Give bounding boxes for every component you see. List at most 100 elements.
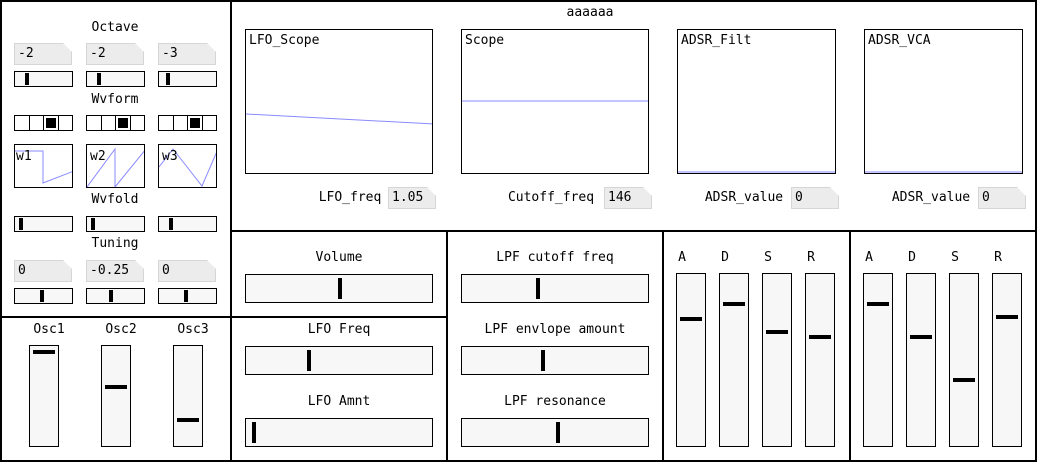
waveform-option[interactable] xyxy=(131,116,145,130)
waveform-option[interactable] xyxy=(87,116,102,130)
waveform-option[interactable] xyxy=(15,116,30,130)
slider-handle[interactable] xyxy=(39,290,44,302)
osc2-tuning-value[interactable]: -0.25 xyxy=(86,260,144,282)
osc2-wavefold-slider[interactable] xyxy=(86,216,145,232)
volume-slider[interactable] xyxy=(245,274,433,303)
lpf-cutoff-slider[interactable] xyxy=(461,274,649,303)
osc1-tuning-value[interactable]: 0 xyxy=(14,260,72,282)
slider-handle[interactable] xyxy=(996,315,1018,320)
adsr-vca-release-slider[interactable] xyxy=(992,273,1022,447)
adsr-vca-scope: ADSR_VCA xyxy=(864,29,1023,174)
osc2-level-slider[interactable] xyxy=(101,345,131,447)
lpf-env-amount-slider[interactable] xyxy=(461,346,649,375)
slider-handle[interactable] xyxy=(109,290,114,302)
waveform-option[interactable] xyxy=(59,116,73,130)
osc3-level-slider[interactable] xyxy=(173,345,203,447)
waveform-option[interactable] xyxy=(159,116,174,130)
lpf-env-amount-label: LPF envlope amount xyxy=(484,322,626,337)
slider-handle[interactable] xyxy=(96,73,101,85)
cutoff-freq-readout-value[interactable]: 146 xyxy=(604,187,652,209)
waveform-option[interactable] xyxy=(102,116,116,130)
osc1-octave-slider[interactable] xyxy=(14,71,73,87)
osc3-wave-trace xyxy=(159,148,216,187)
waveform-option[interactable] xyxy=(30,116,44,130)
osc3-tuning-slider[interactable] xyxy=(158,288,217,304)
osc1-wave-display: w1 xyxy=(14,144,73,188)
adsr-vca-sustain-slider[interactable] xyxy=(949,273,979,447)
waveform-option[interactable] xyxy=(44,116,59,130)
lfo-freq-readout-label: LFO_freq xyxy=(318,190,382,205)
osc1-wavefold-slider[interactable] xyxy=(14,216,73,232)
osc3-wavefold-slider[interactable] xyxy=(158,216,217,232)
osc2-tuning-slider[interactable] xyxy=(86,288,145,304)
lfo-amount-slider[interactable] xyxy=(245,418,433,447)
osc2-octave-slider[interactable] xyxy=(86,71,145,87)
lfo-amount-label: LFO Amnt xyxy=(307,394,371,409)
lpf-resonance-slider[interactable] xyxy=(461,418,649,447)
adsr-filter-sustain-slider[interactable] xyxy=(762,273,792,447)
lfo-freq-readout-value[interactable]: 1.05 xyxy=(388,187,436,209)
osc2-wave-label: w2 xyxy=(90,149,106,164)
waveform-option[interactable] xyxy=(116,116,131,130)
adsr-filter-value[interactable]: 0 xyxy=(791,187,839,209)
lpf-resonance-label: LPF resonance xyxy=(504,394,606,409)
adsr-filter-release-label: R xyxy=(807,250,815,265)
adsr-filter-scope-label: ADSR_Filt xyxy=(681,33,752,48)
slider-handle[interactable] xyxy=(541,350,546,371)
divider-osc-mix xyxy=(0,316,232,318)
slider-handle[interactable] xyxy=(910,335,932,340)
osc1-level-slider[interactable] xyxy=(29,345,59,447)
slider-handle[interactable] xyxy=(555,422,560,443)
adsr-filter-attack-label: A xyxy=(678,250,686,265)
slider-handle[interactable] xyxy=(809,335,831,340)
lfo-scope-trace xyxy=(246,113,432,125)
slider-handle[interactable] xyxy=(183,290,188,302)
osc3-tuning-value[interactable]: 0 xyxy=(158,260,216,282)
slider-handle[interactable] xyxy=(24,73,29,85)
slider-handle[interactable] xyxy=(307,350,312,371)
osc2-octave-value[interactable]: -2 xyxy=(86,43,144,65)
waveform-option[interactable] xyxy=(174,116,188,130)
osc3-octave-value[interactable]: -3 xyxy=(158,43,216,65)
lfo-scope: LFO_Scope xyxy=(245,29,433,174)
slider-handle[interactable] xyxy=(338,278,342,299)
waveform-option[interactable] xyxy=(188,116,203,130)
adsr-vca-attack-label: A xyxy=(865,250,873,265)
adsr-vca-attack-slider[interactable] xyxy=(863,273,893,447)
slider-handle[interactable] xyxy=(168,218,173,230)
osc1-tuning-slider[interactable] xyxy=(14,288,73,304)
slider-handle[interactable] xyxy=(166,73,171,85)
adsr-vca-value[interactable]: 0 xyxy=(978,187,1026,209)
slider-handle[interactable] xyxy=(33,349,55,354)
lpf-cutoff-label: LPF cutoff freq xyxy=(496,250,614,265)
osc3-wave-label: w3 xyxy=(162,149,178,164)
slider-handle[interactable] xyxy=(177,417,199,422)
adsr-filter-attack-slider[interactable] xyxy=(676,273,706,447)
lfo-freq-slider[interactable] xyxy=(245,346,433,375)
audio-scope-label: Scope xyxy=(465,33,505,48)
slider-handle[interactable] xyxy=(105,384,127,389)
slider-handle[interactable] xyxy=(251,422,256,443)
slider-handle[interactable] xyxy=(90,218,95,230)
osc1-octave-value[interactable]: -2 xyxy=(14,43,72,65)
adsr-filter-release-slider[interactable] xyxy=(805,273,835,447)
audio-scope-trace xyxy=(462,100,648,102)
waveform-option[interactable] xyxy=(203,116,217,130)
slider-handle[interactable] xyxy=(536,278,540,299)
adsr-vca-decay-slider[interactable] xyxy=(906,273,936,447)
lfo-scope-label: LFO_Scope xyxy=(249,33,320,48)
osc3-octave-slider[interactable] xyxy=(158,71,217,87)
osc1-waveform-selector[interactable] xyxy=(14,115,73,131)
slider-handle[interactable] xyxy=(18,218,23,230)
slider-handle[interactable] xyxy=(766,330,788,335)
slider-handle[interactable] xyxy=(867,302,889,307)
slider-handle[interactable] xyxy=(723,302,745,307)
slider-handle[interactable] xyxy=(680,317,702,321)
slider-handle[interactable] xyxy=(953,377,975,382)
adsr-filter-decay-slider[interactable] xyxy=(719,273,749,447)
adsr-vca-sustain-label: S xyxy=(951,250,959,265)
divider-lfo-filter xyxy=(446,230,448,462)
border-top xyxy=(0,0,1037,2)
osc3-waveform-selector[interactable] xyxy=(158,115,217,131)
osc2-waveform-selector[interactable] xyxy=(86,115,145,131)
